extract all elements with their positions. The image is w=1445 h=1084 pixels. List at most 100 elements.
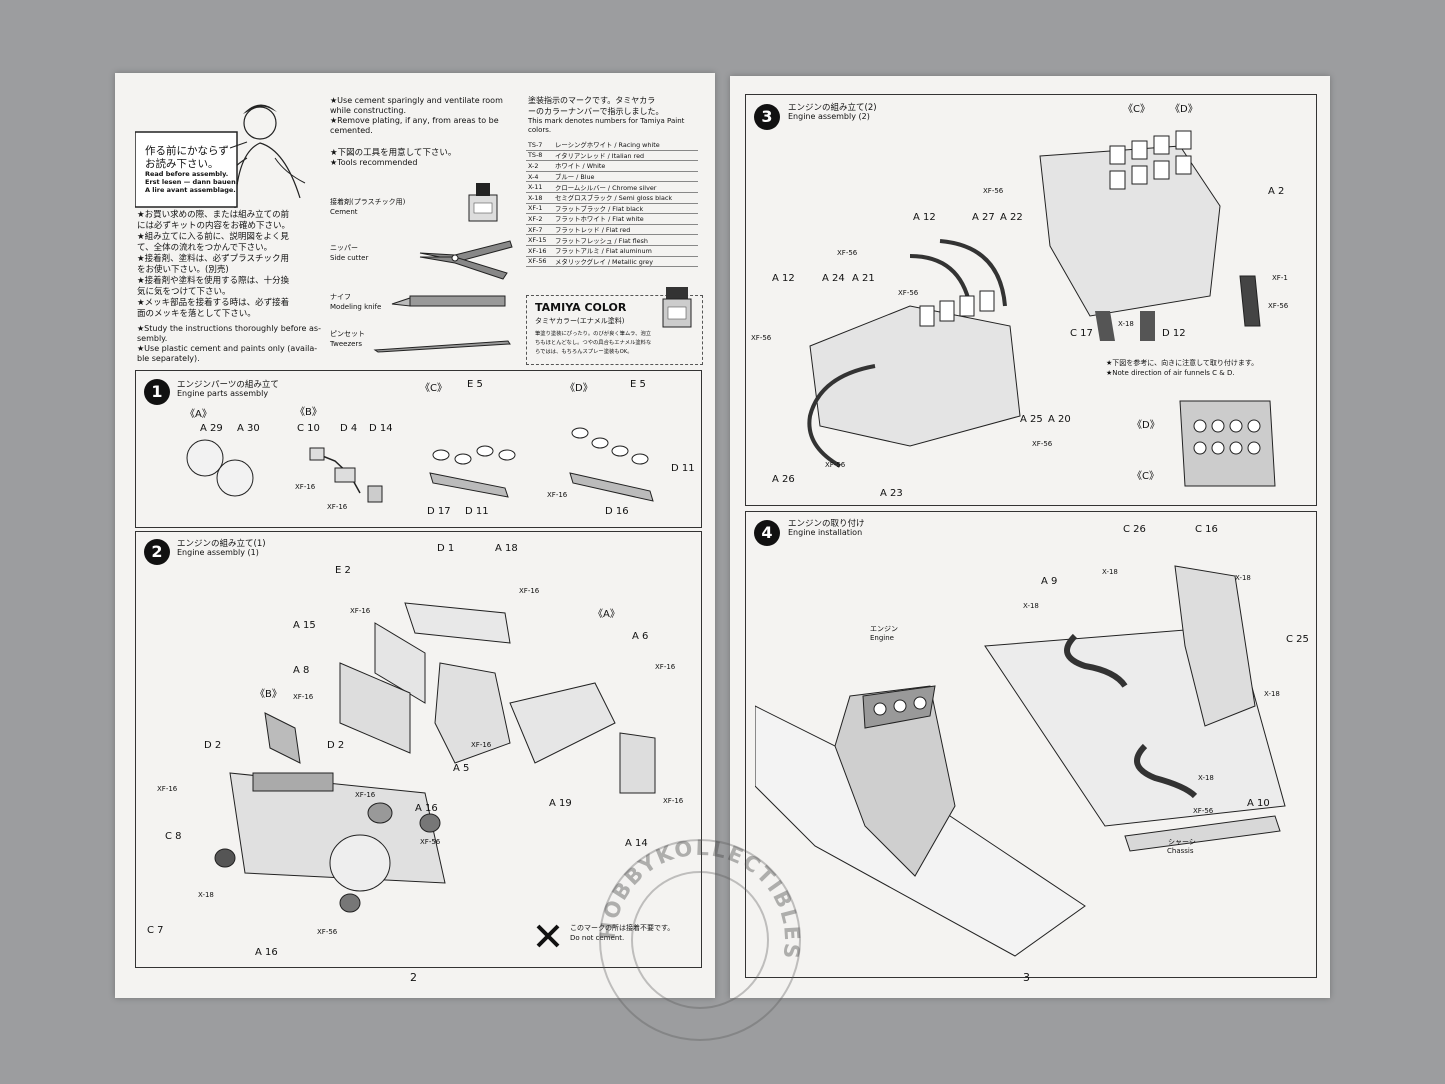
s3-label-xf56-d: XF-56 — [898, 289, 919, 297]
paint-code: XF-7 — [526, 224, 553, 236]
s2-label-A5: A 5 — [453, 763, 470, 774]
header-en-1: Read before assembly. — [145, 170, 229, 178]
s4-label-x18-c: X-18 — [1023, 602, 1039, 610]
tweezers-icon — [373, 340, 511, 353]
intro-en-2: ★Use plastic cement and paints only (ava… — [137, 344, 318, 353]
intro-jp-6: ★接着剤や塗料を使用する際は、十分換 — [137, 276, 290, 286]
s1-label-D4: D 4 — [340, 423, 358, 434]
tool-tweezers-en: Tweezers — [330, 340, 362, 348]
s2-label-A16-a: A 16 — [415, 803, 438, 814]
s2-label-A16-b: A 16 — [255, 947, 278, 958]
s4-label-x18-d: X-18 — [1264, 690, 1280, 698]
paint-code: X-11 — [526, 181, 553, 193]
modeling-knife-icon — [391, 295, 506, 307]
s4-label-C16: C 16 — [1195, 524, 1218, 535]
tamiya-color-body-2: らではは、もちろんスプレー塗装もOK。 — [535, 349, 633, 355]
s3-label-C: 《C》 — [1123, 104, 1150, 115]
s2-label-A: 《A》 — [593, 609, 620, 620]
s2-label-D2-b: D 2 — [327, 740, 345, 751]
s2-label-A15: A 15 — [293, 620, 316, 631]
step3-title-jp: エンジンの組み立て(2) — [788, 103, 877, 113]
svg-text:HOBBYKOLLECTIBLES: HOBBYKOLLECTIBLES — [596, 836, 805, 962]
step1-number: 1 — [144, 379, 170, 405]
step1-frame — [135, 370, 702, 528]
s2-label-xf16-a: XF-16 — [519, 587, 540, 595]
s1-label-E5-c: E 5 — [467, 379, 483, 390]
tamiya-color-title: TAMIYA COLOR — [535, 301, 627, 314]
tool-tweezers-jp: ピンセット — [330, 330, 365, 338]
paint-name: メタリックグレイ / Metallic grey — [552, 256, 698, 268]
s1-label-B: 《B》 — [295, 407, 322, 418]
s3-label-A26: A 26 — [772, 474, 795, 485]
intro-jp-2: ★組み立てに入る前に、説明図をよく見 — [137, 232, 289, 242]
s4-chassis-jp: シャーシ — [1168, 838, 1196, 846]
s1-label-D14: D 14 — [369, 423, 393, 434]
step2-engine-diagram — [214, 602, 656, 913]
paint-code: XF-56 — [526, 256, 553, 268]
tamiya-color-body-1: ちもほとんどなし。つやの具合もエナメル塗料な — [535, 340, 652, 346]
tools-jp: ★下図の工具を用意して下さい。 — [330, 148, 457, 158]
intro-jp-3: て、全体の流れをつかんで下さい。 — [137, 243, 273, 253]
s4-chassis-en: Chassis — [1167, 847, 1194, 855]
s2-label-xf16-e: XF-16 — [471, 741, 492, 749]
s3-label-xf56-a: XF-56 — [983, 187, 1004, 195]
step4-chassis-diagram — [755, 565, 1286, 957]
s4-label-C25: C 25 — [1286, 634, 1309, 645]
s3-label-A24: A 24 — [822, 273, 845, 284]
s1-label-xf16-c: XF-16 — [547, 491, 568, 499]
tamiya-color-box — [526, 295, 703, 365]
side-cutter-icon — [419, 240, 513, 280]
header-jp-line1: 作る前にかならず — [145, 145, 229, 157]
intro-jp-9: 面のメッキを落として下さい。 — [137, 309, 256, 319]
step2-title-jp: エンジンの組み立て(1) — [177, 539, 266, 549]
paint-name: フラットブラック / Flat black — [552, 203, 698, 215]
paint-title-jp-1: 塗装指示のマークです。タミヤカラ — [528, 96, 656, 105]
step3-title-en: Engine assembly (2) — [788, 112, 870, 121]
s4-label-A9: A 9 — [1041, 576, 1058, 587]
s2-label-A19: A 19 — [549, 798, 572, 809]
tool-cement-en: Cement — [330, 208, 358, 216]
paint-name: フラットレッド / Flat red — [552, 224, 698, 236]
header-en-2: Erst lesen — dann bauen. — [145, 178, 239, 186]
s3-label-A20: A 20 — [1048, 414, 1071, 425]
s2-label-xf16-b: XF-16 — [350, 607, 371, 615]
s1-label-D16: D 16 — [605, 506, 629, 517]
s1-label-xf16-b: XF-16 — [327, 503, 348, 511]
tool-knife-jp: ナイフ — [330, 293, 351, 301]
warning-en-1: while constructing. — [330, 106, 406, 115]
s3-label-D-view: 《D》 — [1132, 420, 1160, 431]
intro-jp-0: ★お買い求めの際、または組み立ての前 — [137, 210, 290, 220]
s3-note-en: ★Note direction of air funnels C & D. — [1106, 369, 1235, 377]
s2-label-xf16-h: XF-16 — [663, 797, 684, 805]
paint-code: X-4 — [526, 171, 553, 183]
paint-jar-icon — [662, 287, 692, 328]
s2-label-xf16-f: XF-16 — [157, 785, 178, 793]
tamiya-color-jp: タミヤカラー(エナメル塗料) — [535, 317, 625, 325]
s3-label-A22: A 22 — [1000, 212, 1023, 223]
step1-title-en: Engine parts assembly — [177, 389, 269, 398]
intro-jp-5: をお使い下さい。(別売) — [137, 265, 229, 275]
s3-label-C-view: 《C》 — [1132, 471, 1159, 482]
s2-label-xf16-g: XF-16 — [355, 791, 376, 799]
tool-cement-jp: 接着剤(プラスチック用) — [330, 198, 406, 206]
step2-frame — [135, 531, 702, 968]
s2-label-A6: A 6 — [632, 631, 649, 642]
tool-cutter-jp: ニッパー — [330, 244, 358, 252]
paint-code: X-2 — [526, 160, 553, 172]
step4-frame — [745, 511, 1317, 978]
watermark-text: HOBBYKOLLECTIBLES — [596, 836, 803, 962]
no-cement-icon — [536, 924, 560, 948]
tool-cutter-en: Side cutter — [330, 254, 369, 262]
page-number-right: 3 — [1023, 971, 1030, 984]
paint-title-en-1: This mark denotes numbers for Tamiya Pai… — [528, 117, 685, 125]
s4-label-C26: C 26 — [1123, 524, 1146, 535]
paint-name: フラットフレッシュ / Flat flesh — [552, 234, 698, 246]
s3-note-jp: ★下図を参考に、向きに注意して取り付けます。 — [1106, 359, 1259, 367]
s3-label-A21: A 21 — [852, 273, 875, 284]
